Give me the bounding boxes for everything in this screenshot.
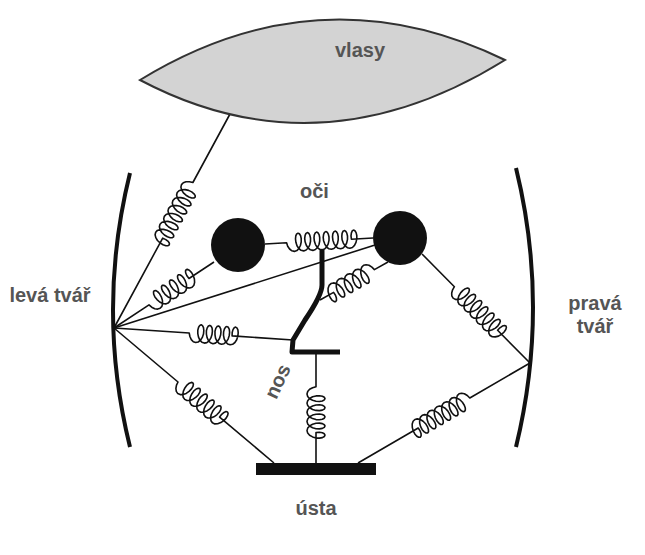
mouth-bar: ústa [256, 455, 376, 540]
left-eye [211, 218, 265, 272]
hair-crescent: vlasy [135, 15, 510, 135]
nose-line: nos [255, 250, 350, 415]
spring-connector [114, 325, 293, 345]
spring-connector [114, 114, 230, 328]
hair-crescent-outline [135, 15, 510, 135]
part-label: nos [260, 361, 296, 403]
part-label: oči [300, 180, 329, 203]
spring-connector [358, 363, 530, 463]
spring-eye-cheek [422, 254, 530, 363]
spring-eyes [265, 230, 373, 251]
left-cheek-bracket: levá tvář [8, 165, 138, 455]
part-label: pravá tvář [550, 292, 640, 338]
spring-connector [114, 328, 274, 463]
spring-cheek-eye [114, 262, 214, 328]
part-label: vlasy [335, 39, 385, 62]
right-cheek-bracket: pravá tvář [508, 160, 642, 455]
left-cheek-bracket-outline [8, 165, 138, 455]
spring-connector [307, 354, 325, 463]
right-eye [373, 211, 427, 265]
part-label: levá tvář [8, 284, 92, 307]
part-label: ústa [256, 497, 376, 520]
spring-eye-nose [320, 262, 388, 302]
